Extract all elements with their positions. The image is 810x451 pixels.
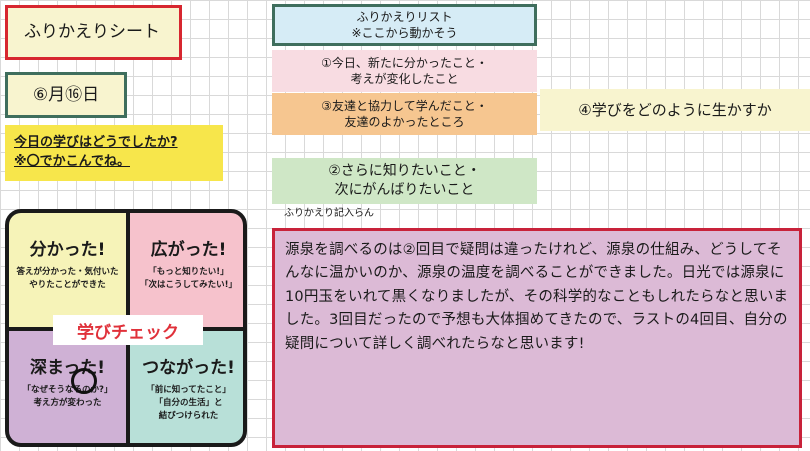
list-header-note: ※ここから動かそう [351, 26, 458, 40]
item-line: 友達のよかったところ [344, 115, 465, 129]
question-line-1: 今日の学びはどうでしたか? [14, 135, 178, 150]
question-prompt: 今日の学びはどうでしたか? ※〇でかこんでね。 [5, 125, 223, 181]
list-header-title: ふりかえりリスト [356, 9, 453, 24]
reflection-item-2[interactable]: ②さらに知りたいこと・ 次にがんばりたいこと [272, 158, 537, 204]
reflection-list-header: ふりかえりリスト ※ここから動かそう [272, 4, 537, 46]
quadrant-description: 「前に知ってたこと」 「自分の生活」と 結びつけられた [146, 385, 231, 422]
item-line: 考えが変化したこと [350, 72, 459, 86]
reflection-item-4[interactable]: ④学びをどのように生かすか [540, 89, 810, 131]
sheet-title: ふりかえりシート [5, 5, 182, 60]
quadrant-description: 答えが分かった・気付いた やりたことができた [16, 267, 119, 291]
reflection-item-3[interactable]: ③友達と協力して学んだこと・ 友達のよかったところ [272, 93, 537, 135]
entry-field-label: ふりかえり記入らん [284, 208, 374, 219]
quadrant-description: 「なぜそうなるのか?」 考え方が変わった [22, 385, 113, 409]
quadrant-heading: 広がった! [150, 240, 227, 260]
selection-circle-mark[interactable] [71, 368, 97, 394]
quadrant-heading: つながった! [142, 358, 235, 378]
reflection-item-1[interactable]: ①今日、新たに分かったこと・ 考えが変化したこと [272, 50, 537, 92]
quadrant-description: 「もっと知りたい!」 「次はこうしてみたい!」 [139, 267, 238, 291]
item-line: ①今日、新たに分かったこと・ [321, 55, 488, 70]
quadrant-deepened[interactable]: 深まった! 「なぜそうなるのか?」 考え方が変わった [9, 331, 126, 443]
quadrant-connected[interactable]: つながった! 「前に知ってたこと」 「自分の生活」と 結びつけられた [130, 331, 243, 443]
question-line-2: ※〇でかこんでね。 [14, 153, 130, 169]
item-line: 次にがんばりたいこと [334, 182, 475, 198]
quadrant-understood[interactable]: 分かった! 答えが分かった・気付いた やりたことができた [9, 213, 126, 327]
learning-check-label: 学びチェック [53, 315, 203, 345]
item-line: ②さらに知りたいこと・ [328, 163, 481, 180]
quadrant-heading: 分かった! [29, 240, 106, 260]
date-label: ⑥月⑯日 [5, 72, 127, 118]
quadrant-expanded[interactable]: 広がった! 「もっと知りたい!」 「次はこうしてみたい!」 [130, 213, 243, 327]
reflection-entry-text[interactable]: 源泉を調べるのは②回目で疑問は違ったけれど、源泉の仕組み、どうしてそんなに温かい… [272, 228, 802, 448]
learning-check-card: 分かった! 答えが分かった・気付いた やりたことができた 広がった! 「もっと知… [5, 209, 247, 447]
item-line: ③友達と協力して学んだこと・ [321, 98, 488, 113]
